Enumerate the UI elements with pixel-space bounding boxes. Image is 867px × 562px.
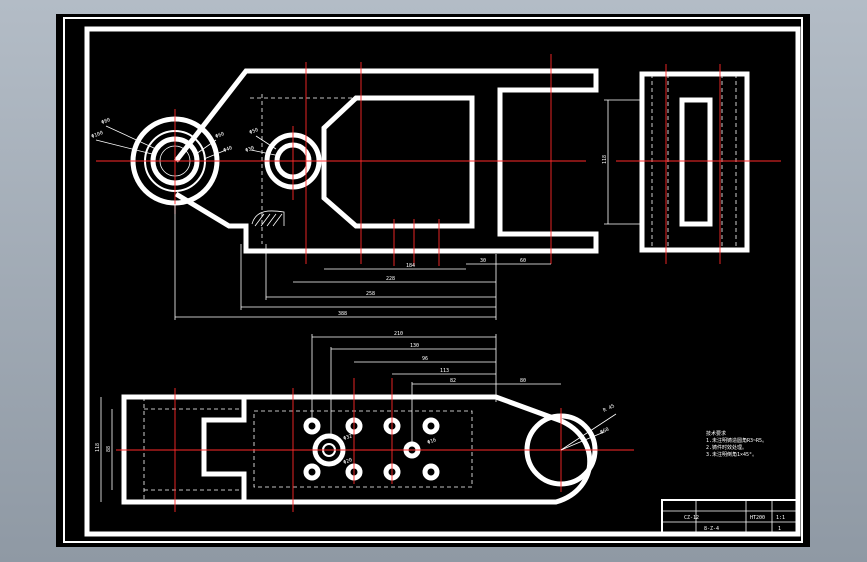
dim-text: Φ50: [249, 127, 260, 136]
dim-text: Φ100: [91, 130, 104, 140]
dim-text: 80: [520, 378, 526, 384]
dim-text: 228: [386, 276, 395, 282]
notes-title: 技术要求: [706, 430, 726, 437]
leader-line: [255, 135, 277, 150]
ratio: 1:1: [776, 515, 785, 521]
material: HT200: [750, 515, 765, 521]
technical-notes: 技术要求 1.未注明铸造圆角R3~R5。 2.铸件时效处理。 3.未注明倒角1×…: [706, 430, 767, 458]
dim-text: Φ16: [427, 437, 438, 446]
dim-text: 118: [95, 443, 101, 452]
dim-text: Φ80: [101, 117, 112, 126]
leader-line: [250, 149, 281, 157]
section-curve: [251, 210, 285, 226]
dim-text: 60: [520, 258, 526, 264]
hole: [303, 463, 321, 481]
hole: [303, 417, 321, 435]
front-body-outline: [174, 68, 599, 254]
outer-frame: [63, 17, 803, 543]
cad-drawing: Φ80 Φ100 Φ60 Φ40 Φ50 Φ30 184 30 60 228 2…: [63, 17, 803, 543]
dim-text: Φ32: [343, 433, 354, 442]
top-body-outline: [244, 394, 593, 505]
dim-text: 184: [406, 263, 415, 269]
side-slot: [679, 97, 713, 227]
side-view: 118: [602, 64, 781, 264]
dim-text: 118: [602, 155, 608, 164]
leader-line: [95, 139, 153, 155]
part-code: CZ-12: [684, 515, 699, 521]
hole: [422, 417, 440, 435]
leader-line: [195, 139, 217, 155]
hatch-lines: [254, 213, 283, 227]
dim-text: Φ60: [215, 131, 226, 140]
dim-text: 210: [394, 331, 403, 337]
dim-text: R 45: [602, 403, 615, 414]
hidden-pocket: [253, 410, 473, 488]
dim-text: 96: [422, 356, 428, 362]
top-view: 210 130 96 113 82 80 R 45 Φ60 Φ16 Φ32 Φ2…: [95, 331, 634, 512]
dim-text: 88: [106, 446, 112, 452]
title-block: CZ-12 HT200 1:1 8-Z-4 1: [661, 499, 799, 535]
dim-text: Φ40: [223, 145, 234, 154]
front-view: Φ80 Φ100 Φ60 Φ40 Φ50 Φ30 184 30 60 228 2…: [91, 54, 599, 320]
drawing-name: 8-Z-4: [704, 526, 719, 532]
leader-line: [203, 149, 227, 160]
notes-line: 2.铸件时效处理。: [706, 444, 747, 451]
dim-text: 113: [440, 368, 449, 374]
inner-frame: [84, 26, 801, 537]
dim-text: 258: [366, 291, 375, 297]
title-block-frame: [661, 499, 799, 535]
leader-line: [560, 413, 617, 451]
dim-text: 388: [338, 311, 347, 317]
notes-line: 3.未注明倒角1×45°。: [706, 451, 757, 458]
dim-text: 130: [410, 343, 419, 349]
hole: [422, 463, 440, 481]
leader-line: [105, 125, 157, 150]
top-fork-outline: [121, 394, 247, 505]
dim-text: Φ30: [245, 145, 256, 154]
leader-line: [560, 431, 605, 451]
dim-text: 30: [480, 258, 486, 264]
dim-text: Φ60: [599, 427, 610, 436]
notes-line: 1.未注明铸造圆角R3~R5。: [706, 437, 767, 444]
drawing-viewport[interactable]: Φ80 Φ100 Φ60 Φ40 Φ50 Φ30 184 30 60 228 2…: [56, 14, 810, 547]
sheet-number: 1: [778, 526, 781, 532]
dim-text: 82: [450, 378, 456, 384]
front-dimensions: 184 30 60 228 258 388: [174, 204, 551, 320]
dim-text: Φ20: [343, 457, 354, 466]
side-outline: [639, 71, 750, 253]
central-pocket: [321, 95, 475, 229]
